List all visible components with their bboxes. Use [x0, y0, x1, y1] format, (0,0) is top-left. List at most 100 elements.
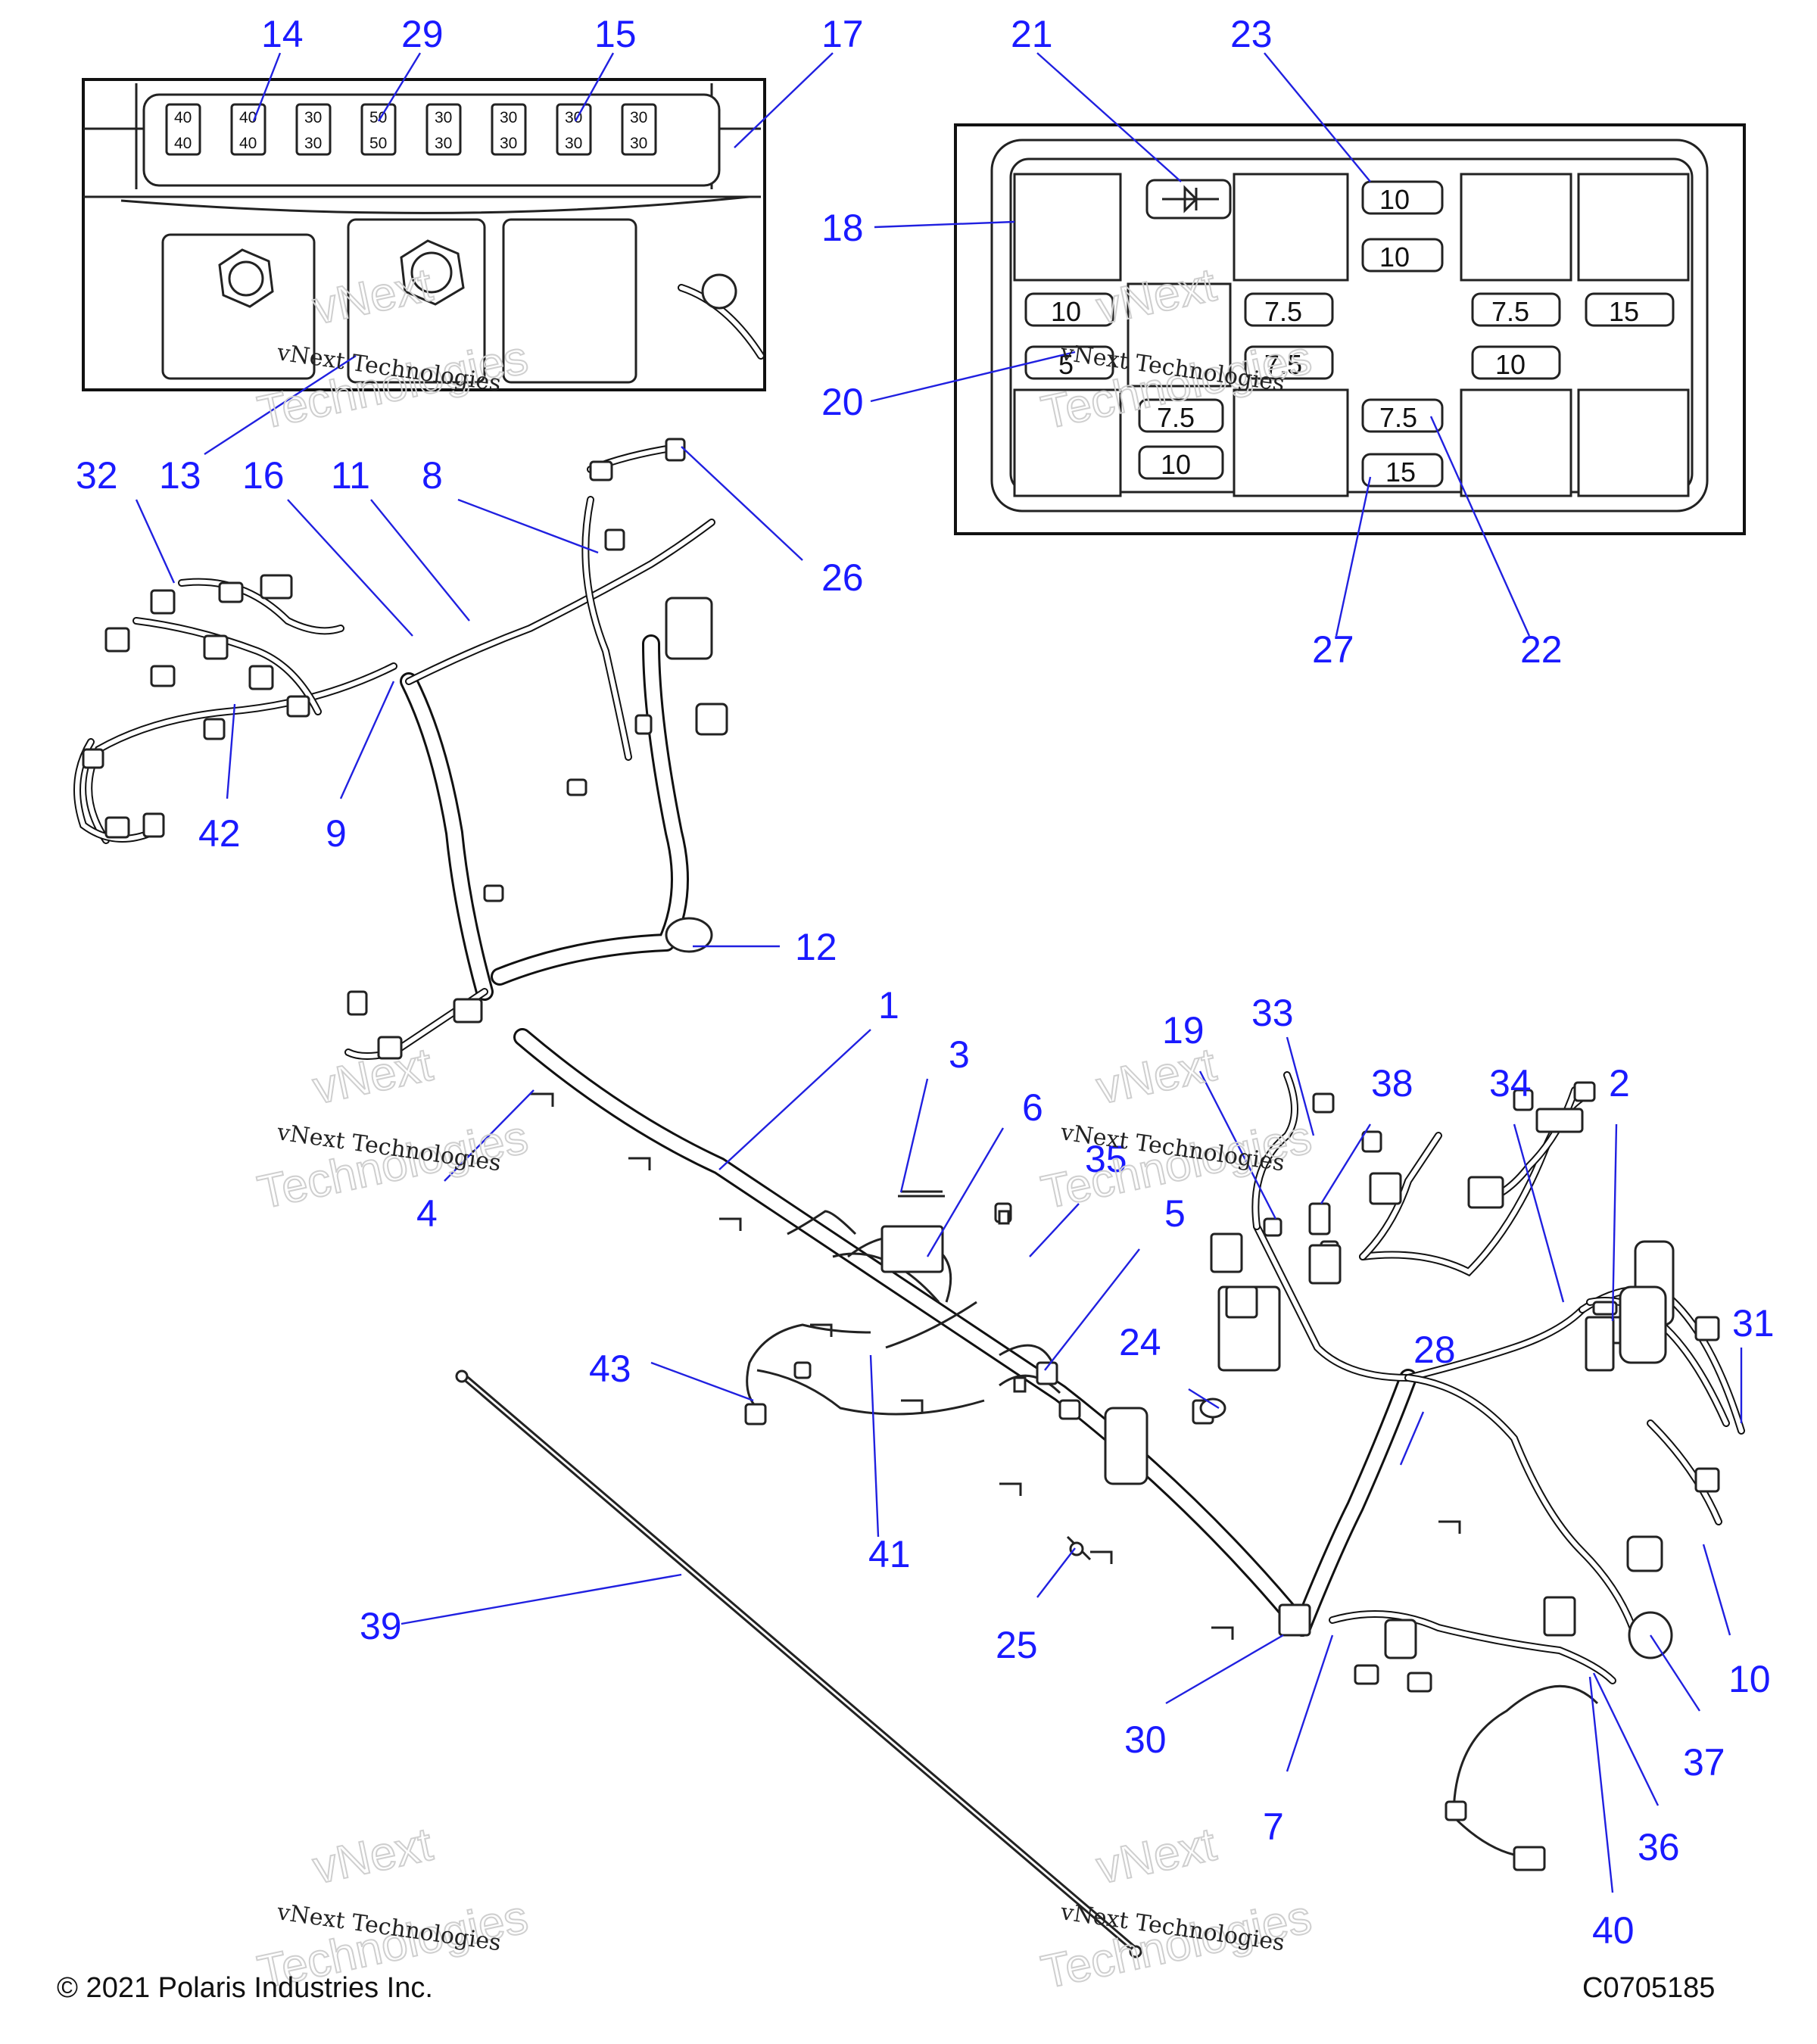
connector: [453, 998, 483, 1024]
fuse-rating: 10: [1161, 449, 1191, 480]
watermark-ghost: vNext: [1092, 1039, 1220, 1114]
callout-38: 38: [1371, 1062, 1413, 1105]
connector: [286, 695, 310, 718]
connector: [1543, 1596, 1576, 1637]
slot-rating-top: 30: [565, 109, 582, 126]
callout-13: 13: [159, 454, 201, 497]
fuse-relay-panel-right: 10 10 10 7.5 7.5 15 5 7.5 10 7.5 10 7.5 …: [954, 123, 1746, 535]
callout-11: 11: [331, 454, 370, 497]
callout-9: 9: [326, 812, 347, 855]
slot-rating-bottom: 40: [239, 135, 257, 152]
callout-41: 41: [868, 1533, 911, 1575]
callout-27: 27: [1312, 628, 1354, 671]
connector: [377, 1036, 403, 1060]
connector: [589, 460, 613, 481]
fuse-rating: 15: [1385, 456, 1416, 488]
connector: [150, 589, 176, 615]
connector: [218, 581, 244, 603]
connector: [1513, 1846, 1546, 1871]
relay: [1577, 173, 1690, 282]
callout-35: 35: [1085, 1138, 1127, 1180]
connector: [150, 665, 176, 687]
connector: [347, 990, 368, 1016]
fuse-rating: 7.5: [1379, 402, 1417, 433]
callout-12: 12: [795, 926, 837, 968]
callout-39: 39: [360, 1605, 402, 1647]
connector: [1694, 1316, 1720, 1341]
connector: [1308, 1202, 1331, 1235]
callout-17: 17: [821, 13, 864, 55]
callout-16: 16: [242, 454, 285, 497]
connector: [1225, 1285, 1258, 1319]
callout-1: 1: [878, 984, 899, 1027]
connector: [744, 1403, 767, 1426]
connector: [203, 718, 226, 740]
fuse-rating: 7.5: [1264, 349, 1302, 380]
clamp: [1278, 1603, 1311, 1637]
callout-26: 26: [821, 556, 864, 599]
connector: [1384, 1619, 1417, 1659]
relay-connector: [1263, 1217, 1282, 1237]
callout-31: 31: [1732, 1302, 1775, 1344]
slot-rating-bottom: 30: [565, 135, 582, 152]
connector: [1354, 1664, 1379, 1685]
callout-2: 2: [1609, 1062, 1630, 1105]
top-fuse-slots: 40 40 30 50 30 30 30 30 40 40 30 50 30 3…: [165, 103, 657, 156]
slot-rating-bottom: 30: [630, 135, 647, 152]
connector: [1445, 1800, 1467, 1821]
watermark-ghost: vNext: [1092, 1818, 1220, 1894]
callout-14: 14: [261, 13, 304, 55]
connector: [104, 627, 130, 653]
fuse-rating: 7.5: [1157, 402, 1195, 433]
callout-19: 19: [1162, 1009, 1205, 1052]
connector: [1036, 1361, 1058, 1385]
leader-lines: [135, 52, 1743, 1893]
slot-rating-top: 30: [630, 109, 647, 126]
callout-34: 34: [1489, 1062, 1532, 1105]
callout-15: 15: [594, 13, 637, 55]
callout-25: 25: [996, 1624, 1038, 1666]
callout-29: 29: [401, 13, 444, 55]
callout-23: 23: [1230, 13, 1273, 55]
fuse-rating: 5: [1058, 349, 1074, 380]
connector: [203, 634, 229, 660]
connector: [1058, 1399, 1081, 1420]
connectors: [82, 438, 1720, 1871]
connector: [793, 1361, 812, 1379]
callout-28: 28: [1413, 1329, 1456, 1371]
connector: [665, 438, 686, 462]
callout-21: 21: [1011, 13, 1053, 55]
callout-7: 7: [1263, 1806, 1284, 1848]
connector: [260, 574, 293, 600]
connector: [104, 816, 130, 839]
relay: [1233, 173, 1349, 282]
connector: [248, 665, 274, 690]
watermark-ghost: vNext: [309, 1039, 437, 1114]
callout-42: 42: [198, 812, 241, 855]
connector: [634, 714, 653, 735]
slot-rating-top: 30: [500, 109, 517, 126]
diagram-code: C0705185: [1582, 1972, 1715, 2004]
callout-18: 18: [821, 207, 864, 249]
callout-37: 37: [1683, 1741, 1725, 1784]
relay: [1013, 173, 1122, 282]
connector: [1694, 1467, 1720, 1493]
callout-24: 24: [1119, 1321, 1161, 1363]
slot-rating-bottom: 30: [304, 135, 322, 152]
copyright-text: © 2021 Polaris Industries Inc.: [57, 1972, 433, 2004]
callout-40: 40: [1592, 1909, 1635, 1952]
relay: [1233, 388, 1349, 497]
connector: [695, 703, 728, 736]
callout-4: 4: [416, 1192, 438, 1235]
connector: [1369, 1172, 1402, 1205]
fuse-rating: 10: [1379, 184, 1410, 215]
fuse-rating: 10: [1495, 349, 1526, 380]
relay: [1460, 388, 1572, 497]
callout-10: 10: [1728, 1658, 1771, 1700]
relay: [1577, 388, 1690, 497]
slot-rating-top: 30: [435, 109, 452, 126]
slot-rating-bottom: 30: [500, 135, 517, 152]
connector: [566, 778, 587, 796]
connector: [82, 748, 104, 769]
